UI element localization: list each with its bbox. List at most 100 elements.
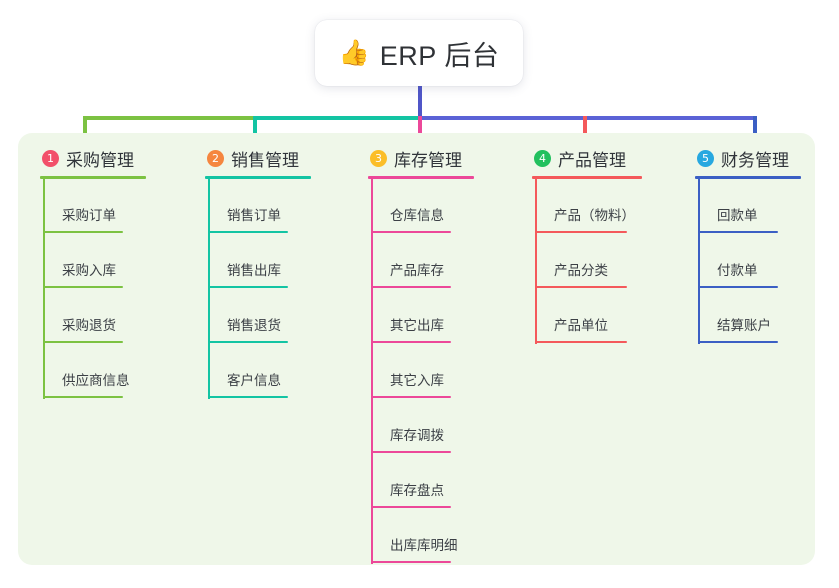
branch-item-underline <box>371 286 451 288</box>
branch-item-underline <box>43 341 123 343</box>
branch-item[interactable]: 结算账户 <box>695 289 801 344</box>
branch-badge-4: 4 <box>534 149 551 167</box>
branch-item[interactable]: 产品库存 <box>368 234 474 289</box>
branch-item-label: 结算账户 <box>717 318 771 333</box>
branch-item-label: 出库库明细 <box>390 538 458 553</box>
branch-item[interactable]: 出库库明细 <box>368 509 474 564</box>
branch-spine-5 <box>698 179 700 344</box>
branch-header-2[interactable]: 2 销售管理 <box>205 145 311 171</box>
branch-column-3: 3 库存管理仓库信息产品库存其它出库其它入库库存调拨库存盘点出库库明细 <box>368 145 474 564</box>
branch-underline-3 <box>368 176 474 179</box>
branch-item-label: 库存调拨 <box>390 428 444 443</box>
branch-title-1: 采购管理 <box>66 150 134 170</box>
branch-item-label: 产品库存 <box>390 263 444 278</box>
branch-item-label: 采购退货 <box>62 318 116 333</box>
branch-header-4[interactable]: 4 产品管理 <box>532 145 642 171</box>
branch-item-label: 客户信息 <box>227 373 281 388</box>
branch-item[interactable]: 产品分类 <box>532 234 642 289</box>
branch-items-4: 产品（物料） 产品分类产品单位 <box>532 179 642 344</box>
branch-underline-5 <box>695 176 801 179</box>
branch-item[interactable]: 库存盘点 <box>368 454 474 509</box>
branch-column-5: 5 财务管理回款单付款单结算账户 <box>695 145 801 344</box>
branch-item-label: 销售退货 <box>227 318 281 333</box>
root-title: ERP 后台 <box>379 40 500 71</box>
branch-underline-1 <box>40 176 146 179</box>
branch-item-underline <box>535 231 627 233</box>
branch-items-5: 回款单付款单结算账户 <box>695 179 801 344</box>
branch-header-5[interactable]: 5 财务管理 <box>695 145 801 171</box>
branch-spine-4 <box>535 179 537 344</box>
branch-item[interactable]: 仓库信息 <box>368 179 474 234</box>
branch-spine-1 <box>43 179 45 399</box>
branch-item[interactable]: 销售出库 <box>205 234 311 289</box>
branch-title-3: 库存管理 <box>394 150 462 170</box>
branch-item-underline <box>535 341 627 343</box>
branch-item[interactable]: 其它出库 <box>368 289 474 344</box>
branch-item-underline <box>371 396 451 398</box>
branch-header-3[interactable]: 3 库存管理 <box>368 145 474 171</box>
branch-item-underline <box>371 506 451 508</box>
branch-item[interactable]: 采购订单 <box>40 179 146 234</box>
branch-badge-2: 2 <box>207 149 224 167</box>
branch-item-label: 产品单位 <box>554 318 608 333</box>
branch-item-underline <box>535 286 627 288</box>
branch-spine-2 <box>208 179 210 399</box>
branch-item-underline <box>208 231 288 233</box>
branch-item-underline <box>698 231 778 233</box>
branch-title-2: 销售管理 <box>231 150 299 170</box>
branch-item-underline <box>43 396 123 398</box>
branch-badge-3: 3 <box>370 149 387 167</box>
branch-item[interactable]: 销售退货 <box>205 289 311 344</box>
branch-underline-4 <box>532 176 642 179</box>
branch-title-5: 财务管理 <box>721 150 789 170</box>
branch-item-underline <box>698 286 778 288</box>
branch-item[interactable]: 产品单位 <box>532 289 642 344</box>
branch-items-2: 销售订单销售出库销售退货客户信息 <box>205 179 311 399</box>
branch-item-underline <box>371 561 451 563</box>
branch-item[interactable]: 客户信息 <box>205 344 311 399</box>
branch-item-label: 采购入库 <box>62 263 116 278</box>
branch-item-label: 库存盘点 <box>390 483 444 498</box>
branch-item-label: 采购订单 <box>62 208 116 223</box>
branch-item[interactable]: 供应商信息 <box>40 344 146 399</box>
branch-item-label: 回款单 <box>717 208 758 223</box>
branch-item-label: 产品（物料） <box>554 208 635 223</box>
branch-item[interactable]: 采购退货 <box>40 289 146 344</box>
branch-item[interactable]: 库存调拨 <box>368 399 474 454</box>
branch-title-4: 产品管理 <box>558 150 626 170</box>
branch-item-label: 其它出库 <box>390 318 444 333</box>
branch-column-2: 2 销售管理销售订单销售出库销售退货客户信息 <box>205 145 311 399</box>
branch-item[interactable]: 付款单 <box>695 234 801 289</box>
branch-item-label: 产品分类 <box>554 263 608 278</box>
branch-item-underline <box>371 451 451 453</box>
thumbs-up-icon: 👍 <box>338 38 370 67</box>
branch-item[interactable]: 采购入库 <box>40 234 146 289</box>
branch-item-label: 供应商信息 <box>62 373 130 388</box>
branch-item[interactable]: 产品（物料） <box>532 179 642 234</box>
branch-column-1: 1 采购管理采购订单采购入库采购退货供应商信息 <box>40 145 146 399</box>
branch-header-1[interactable]: 1 采购管理 <box>40 145 146 171</box>
branch-items-3: 仓库信息产品库存其它出库其它入库库存调拨库存盘点出库库明细 <box>368 179 474 564</box>
branch-item-label: 销售出库 <box>227 263 281 278</box>
branch-item-underline <box>208 396 288 398</box>
branch-item-underline <box>43 286 123 288</box>
branch-spine-3 <box>371 179 373 564</box>
branch-badge-5: 5 <box>697 149 714 167</box>
branch-item-underline <box>371 341 451 343</box>
branch-item-underline <box>371 231 451 233</box>
diagram-panel <box>18 133 815 565</box>
branch-underline-2 <box>205 176 311 179</box>
branch-item[interactable]: 回款单 <box>695 179 801 234</box>
branch-badge-1: 1 <box>42 149 59 167</box>
branch-item-underline <box>208 341 288 343</box>
root-node[interactable]: 👍 ERP 后台 <box>315 20 523 86</box>
branch-item-underline <box>698 341 778 343</box>
branch-item[interactable]: 销售订单 <box>205 179 311 234</box>
branch-column-4: 4 产品管理产品（物料） 产品分类产品单位 <box>532 145 642 344</box>
branch-items-1: 采购订单采购入库采购退货供应商信息 <box>40 179 146 399</box>
branch-item-label: 其它入库 <box>390 373 444 388</box>
branch-item[interactable]: 其它入库 <box>368 344 474 399</box>
branch-item-label: 付款单 <box>717 263 758 278</box>
branch-item-underline <box>43 231 123 233</box>
branch-item-underline <box>208 286 288 288</box>
